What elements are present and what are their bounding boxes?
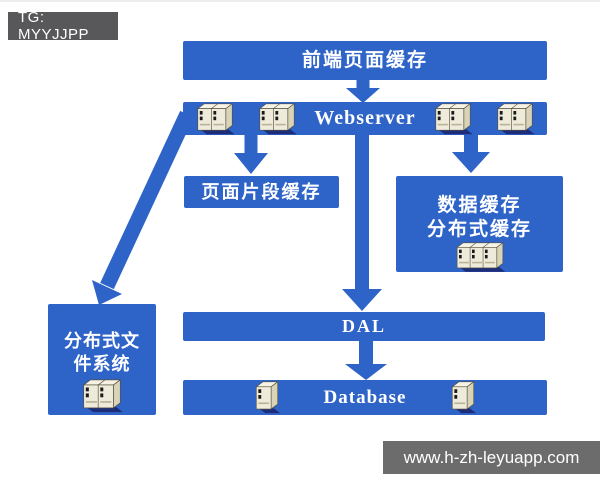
- arrow-dal-to-database: [345, 341, 387, 380]
- front-page-cache-label: 前端页面缓存: [301, 49, 428, 71]
- database-label: Database: [323, 386, 407, 408]
- dal-bar: DAL: [183, 312, 545, 341]
- dfs-label-line2: 件系统: [73, 353, 131, 374]
- watermark-bar: www.h-zh-leyuapp.com: [383, 441, 600, 474]
- arrow-webserver-to-dal: [342, 135, 382, 311]
- page-fragment-cache-label: 页面片段缓存: [201, 181, 322, 202]
- data-cache-label-line2: 分布式缓存: [426, 218, 532, 240]
- arrow-webserver-to-filesystem: [92, 110, 194, 305]
- server-icon-trio: [456, 241, 506, 272]
- server-icon-pair: [259, 102, 297, 135]
- dal-label: DAL: [341, 316, 386, 336]
- dfs-label-line1: 分布式文: [64, 331, 140, 351]
- front-page-cache-box: 前端页面缓存: [183, 41, 547, 80]
- tg-badge: TG: MYYJJPP: [8, 9, 118, 43]
- server-icon-pair: [197, 102, 236, 135]
- database-bar: Database: [183, 380, 547, 415]
- server-icon-pair: [435, 102, 474, 135]
- server-icon-pair: [497, 102, 535, 135]
- watermark-url: www.h-zh-leyuapp.com: [403, 447, 580, 467]
- tg-badge-label: TG: MYYJJPP: [18, 9, 90, 43]
- data-cache-label-line1: 数据缓存: [437, 195, 522, 216]
- data-cache-box: 数据缓存 分布式缓存: [396, 176, 563, 272]
- arrow-webserver-to-fragmentcache: [234, 135, 268, 174]
- arrow-webserver-to-datacache: [452, 135, 490, 173]
- server-icon-pair: [83, 379, 124, 413]
- page-fragment-cache-box: 页面片段缓存: [184, 176, 339, 208]
- distributed-file-system-box: 分布式文 件系统: [48, 304, 156, 415]
- webserver-label: Webserver: [314, 107, 416, 129]
- webserver-bar: Webserver: [183, 102, 547, 135]
- server-icon: [452, 381, 478, 414]
- server-icon: [255, 381, 281, 414]
